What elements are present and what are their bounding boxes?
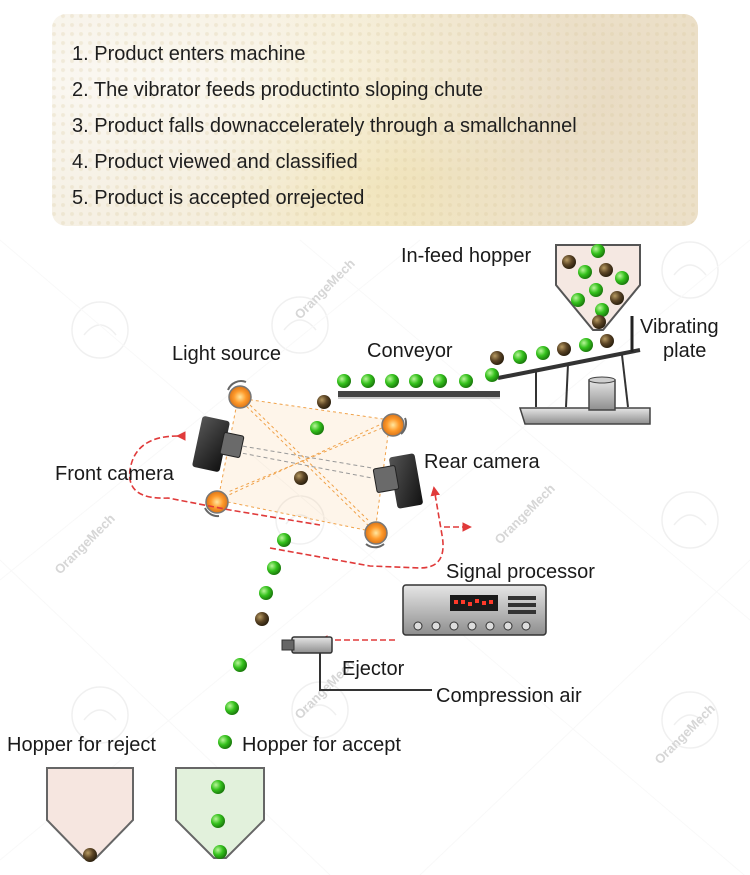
product-particles [83,244,629,862]
label-signal-processor: Signal processor [446,561,595,583]
label-vibrating-plate-line1: Vibrating [640,316,719,338]
defect-product [610,291,624,305]
step-1: 1. Product enters machine [72,43,306,65]
good-product [337,374,351,388]
good-product [211,814,225,828]
defect-product [600,334,614,348]
watermark-text: OrangeMech [652,701,718,767]
label-front-camera: Front camera [55,463,174,485]
good-product [459,374,473,388]
defect-product [592,315,606,329]
vibrating-plate [497,316,651,425]
good-product [267,561,281,575]
good-product [595,303,609,317]
lamp-bottom-left [204,490,229,518]
good-product [259,586,273,600]
defect-product [557,342,571,356]
steps-panel: 1. Product enters machine 2. The vibrato… [52,14,698,226]
step-2: 2. The vibrator feeds productinto slopin… [72,79,483,101]
label-vibrating-plate-line2: plate [663,340,707,362]
rear-camera-icon [372,453,423,509]
good-product [433,374,447,388]
good-product [615,271,629,285]
defect-product [490,351,504,365]
good-product [591,244,605,258]
defect-product [294,471,308,485]
lamp-top-left [227,380,252,409]
camera-sight-lines [235,444,373,479]
good-product [579,338,593,352]
step-5: 5. Product is accepted orrejected [72,187,365,209]
good-product [277,533,291,547]
good-product [310,421,324,435]
good-product [485,368,499,382]
defect-product [562,255,576,269]
step-3: 3. Product falls downaccelerately throug… [72,115,577,137]
accept-hopper [175,767,265,859]
good-product [218,735,232,749]
light-source-lamps [204,380,408,549]
defect-product [599,263,613,277]
good-product [578,265,592,279]
label-conveyor: Conveyor [367,340,453,362]
watermark-group [0,239,750,875]
defect-product [83,848,97,862]
step-4: 4. Product viewed and classified [72,151,358,173]
label-rear-camera: Rear camera [424,451,540,473]
process-steps-list: 1. Product enters machine 2. The vibrato… [72,36,577,216]
reject-hopper [46,767,134,859]
label-hopper-accept: Hopper for accept [242,734,401,756]
signal-processor-device [402,584,547,636]
good-product [233,658,247,672]
good-product [589,283,603,297]
watermark-logo-icon [71,241,719,749]
ejector-nozzle [281,636,432,691]
label-in-feed-hopper: In-feed hopper [401,245,532,267]
good-product [571,293,585,307]
good-product [385,374,399,388]
defect-product [317,395,331,409]
good-product [225,701,239,715]
watermark-text: OrangeMech [492,481,558,547]
good-product [513,350,527,364]
light-beams [217,397,391,533]
good-product [361,374,375,388]
lamp-top-right [381,413,408,437]
label-compression-air: Compression air [436,685,582,707]
watermark-text: OrangeMech [52,511,118,577]
good-product [213,845,227,859]
label-hopper-reject: Hopper for reject [7,734,156,756]
conveyor-belt [338,391,500,399]
good-product [409,374,423,388]
good-product [211,780,225,794]
label-ejector: Ejector [342,658,405,680]
defect-product [255,612,269,626]
good-product [536,346,550,360]
lamp-bottom-right [364,521,388,549]
label-light-source: Light source [172,343,281,365]
front-camera-icon [192,416,245,472]
